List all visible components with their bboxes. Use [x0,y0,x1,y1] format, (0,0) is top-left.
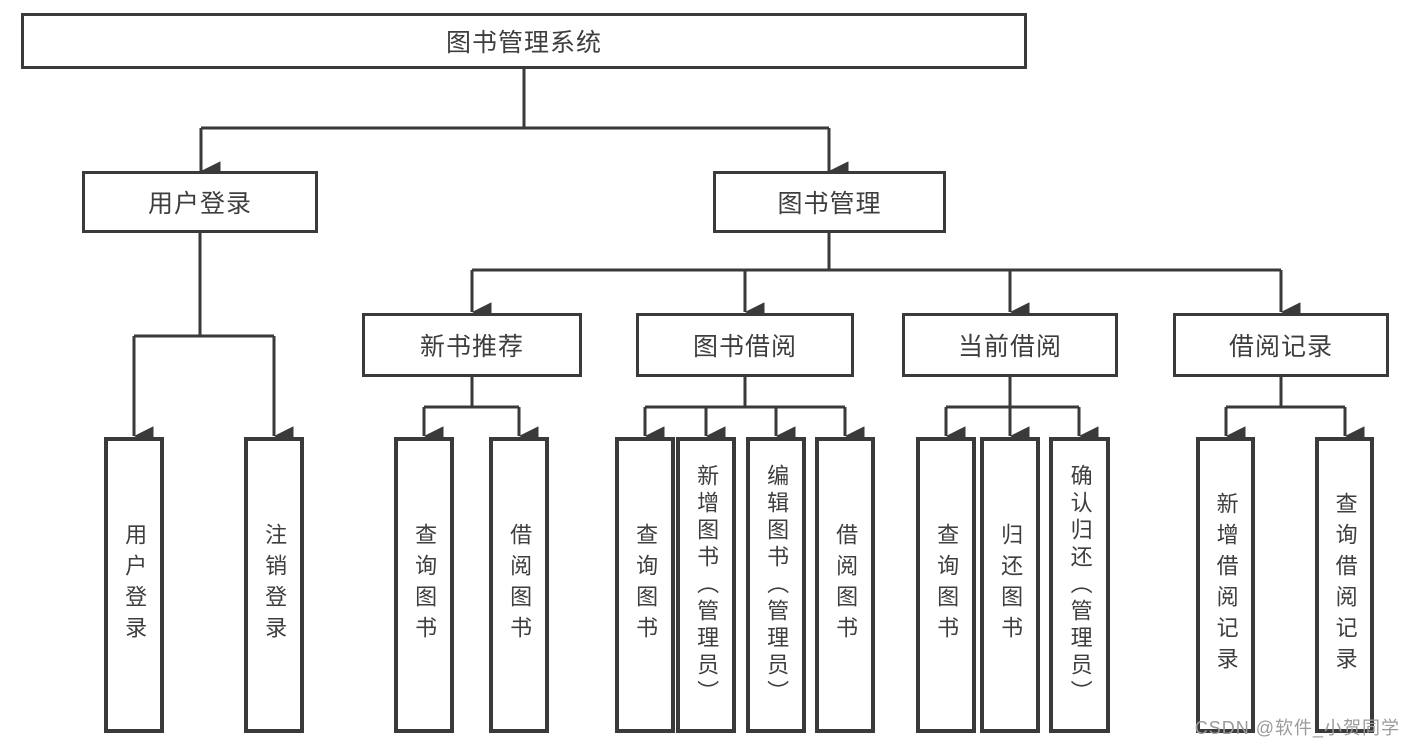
leaf-add-borrow-record: 新增借阅记录 [1196,437,1255,733]
leaf-user-login: 用户登录 [104,437,164,733]
leaf-edit-book-admin: 编辑图书（管理员） [746,437,806,733]
leaf-search-books-borrowing: 查询图书 [615,437,675,733]
connector-path [134,66,1345,409]
watermark: CSDN @软件_小贺同学 [1194,718,1400,738]
leaf-logout: 注销登录 [244,437,304,733]
node-book-management-system: 图书管理系统 [21,13,1027,69]
leaf-search-books-current: 查询图书 [916,437,976,733]
leaf-return-books: 归还图书 [980,437,1040,733]
leaf-label: 归还图书 [998,523,1024,647]
leaf-borrow-books-recommend: 借阅图书 [489,437,549,733]
leaf-label: 新增图书（管理员） [694,463,720,707]
leaf-label: 确认归还（管理员） [1067,463,1093,707]
node-new-book-recommendation: 新书推荐 [362,313,582,377]
leaf-label: 查询图书 [934,523,960,647]
leaf-label: 借阅图书 [833,523,859,647]
leaf-search-borrow-record: 查询借阅记录 [1315,437,1374,733]
leaf-label: 用户登录 [122,523,148,647]
leaf-label: 注销登录 [262,523,288,647]
node-borrowing-records: 借阅记录 [1173,313,1389,377]
leaf-borrow-books-borrowing: 借阅图书 [815,437,875,733]
leaf-label: 查询借阅记录 [1332,492,1358,678]
leaf-search-books-recommend: 查询图书 [394,437,454,733]
node-user-login: 用户登录 [82,171,318,233]
leaf-label: 编辑图书（管理员） [764,463,790,707]
node-current-borrowing: 当前借阅 [902,313,1118,377]
node-book-management: 图书管理 [713,171,946,233]
leaf-label: 借阅图书 [507,523,533,647]
leaf-label: 新增借阅记录 [1213,492,1239,678]
node-book-borrowing: 图书借阅 [636,313,854,377]
leaf-label: 查询图书 [633,523,659,647]
leaf-confirm-return-admin: 确认归还（管理员） [1049,437,1110,733]
leaf-label: 查询图书 [412,523,438,647]
leaf-add-book-admin: 新增图书（管理员） [676,437,736,733]
